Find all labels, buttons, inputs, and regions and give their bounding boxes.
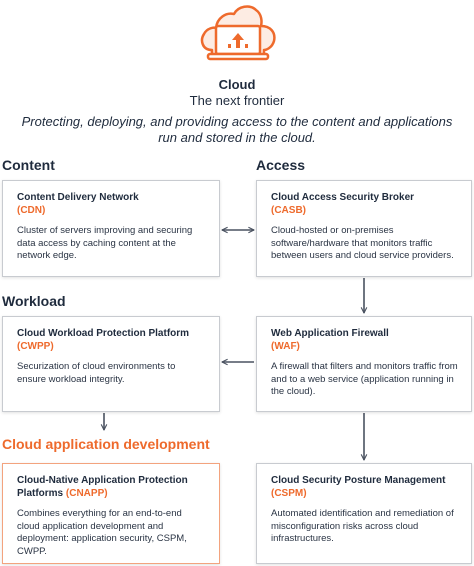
- card-cspm-name: Cloud Security Posture Management: [271, 475, 446, 486]
- card-casb-desc: Cloud-hosted or on-premises software/har…: [271, 225, 454, 261]
- card-waf-desc: A firewall that filters and monitors tra…: [271, 361, 458, 397]
- card-cnapp-desc: Combines everything for an end-to-end cl…: [17, 508, 187, 557]
- card-cnapp-name: Cloud-Native Application Protection Plat…: [17, 475, 188, 499]
- card-cdn-abbr: (CDN): [17, 205, 46, 216]
- card-cdn-title: Content Delivery Network (CDN): [17, 191, 207, 217]
- card-cnapp-title: Cloud-Native Application Protection Plat…: [17, 474, 207, 500]
- card-cdn-name: Content Delivery Network: [17, 192, 139, 203]
- diagram-subtitle: The next frontier: [189, 93, 285, 108]
- card-cwpp-desc: Securization of cloud environments to en…: [17, 361, 176, 385]
- card-waf: Web Application Firewall (WAF) A firewal…: [256, 316, 472, 412]
- card-casb-name: Cloud Access Security Broker: [271, 192, 415, 203]
- card-cspm: Cloud Security Posture Management (CSPM)…: [256, 463, 472, 564]
- diagram-tagline: Protecting, deploying, and providing acc…: [21, 114, 453, 145]
- card-casb-abbr: (CASB): [271, 205, 306, 216]
- card-waf-title: Web Application Firewall (WAF): [271, 327, 459, 353]
- card-cnapp-abbr: (CNAPP): [65, 488, 108, 499]
- section-heading-cloud-app-dev: Cloud application development: [2, 436, 210, 452]
- card-casb-title: Cloud Access Security Broker (CASB): [271, 191, 459, 217]
- card-cwpp-name: Cloud Workload Protection Platform: [17, 328, 190, 339]
- card-cdn-desc: Cluster of servers improving and securin…: [17, 225, 193, 261]
- card-waf-abbr: (WAF): [271, 341, 300, 352]
- card-cwpp-title: Cloud Workload Protection Platform (CWPP…: [17, 327, 207, 353]
- section-heading-content: Content: [2, 157, 55, 173]
- card-cnapp: Cloud-Native Application Protection Plat…: [2, 463, 220, 564]
- card-cwpp: Cloud Workload Protection Platform (CWPP…: [2, 316, 220, 412]
- card-cspm-title: Cloud Security Posture Management (CSPM): [271, 474, 459, 500]
- diagram-title: Cloud: [218, 77, 256, 92]
- section-heading-access: Access: [256, 157, 306, 173]
- cloud-laptop-icon: [200, 5, 276, 61]
- card-cspm-abbr: (CSPM): [271, 488, 307, 499]
- card-cwpp-abbr: (CWPP): [17, 341, 54, 352]
- card-cdn: Content Delivery Network (CDN) Cluster o…: [2, 180, 220, 277]
- card-cspm-desc: Automated identification and remediation…: [271, 508, 454, 544]
- card-casb: Cloud Access Security Broker (CASB) Clou…: [256, 180, 472, 277]
- section-heading-workload: Workload: [2, 293, 66, 309]
- card-waf-name: Web Application Firewall: [271, 328, 389, 339]
